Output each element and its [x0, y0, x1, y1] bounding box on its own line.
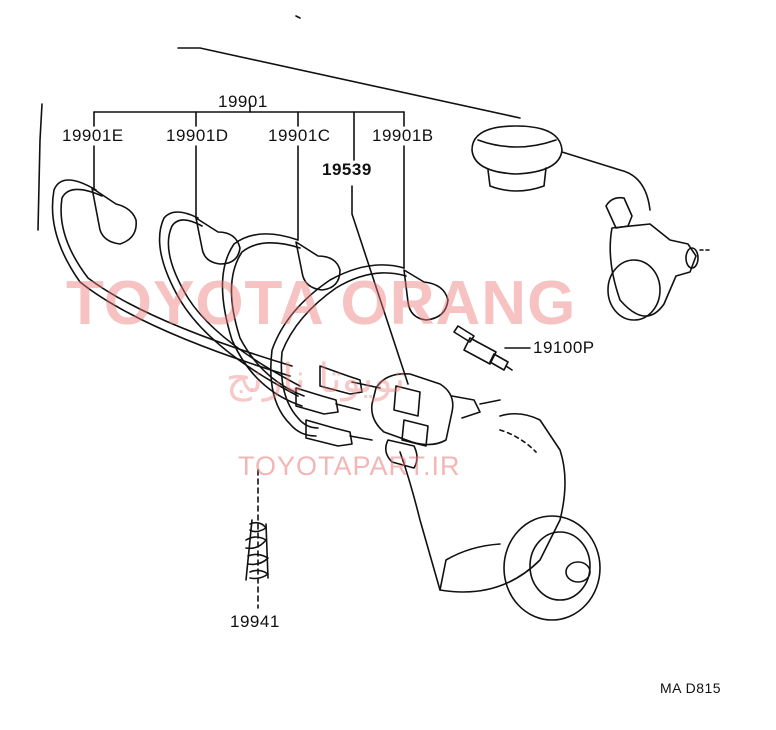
- coil-boots: [295, 365, 381, 447]
- cord-clamp: [245, 519, 269, 581]
- distributor: [399, 412, 601, 621]
- filler-cap: [471, 125, 563, 192]
- watermark-url: TOYOTAPART.IR: [238, 451, 461, 481]
- label-clamp: 19941: [230, 612, 280, 631]
- coil-leader: [351, 185, 409, 385]
- cord-b: [270, 264, 449, 437]
- diagram-code: MA D815: [660, 680, 722, 696]
- spark-plug: [453, 325, 513, 371]
- distributor-edge: [561, 151, 651, 211]
- engine-edge-line: [177, 47, 521, 119]
- label-set: 19901: [218, 92, 268, 111]
- engine-edge-left: [37, 103, 43, 231]
- label-cord-c: 19901C: [268, 126, 331, 145]
- cord-d: [158, 211, 301, 397]
- watermark-persian: تویوتا نارنج: [226, 356, 406, 402]
- label-cord-d: 19901D: [166, 126, 229, 145]
- watermark-brand: TOYOTA ORANG: [66, 269, 577, 338]
- cord-c: [221, 233, 341, 407]
- label-cord-e: 19901E: [62, 126, 124, 145]
- ignition-coil: [370, 372, 501, 469]
- label-coil: 19539: [322, 160, 372, 179]
- water-outlet: [605, 196, 711, 321]
- label-cord-b: 19901B: [372, 126, 434, 145]
- cord-e: [51, 179, 293, 377]
- label-plug: 19100P: [533, 338, 595, 357]
